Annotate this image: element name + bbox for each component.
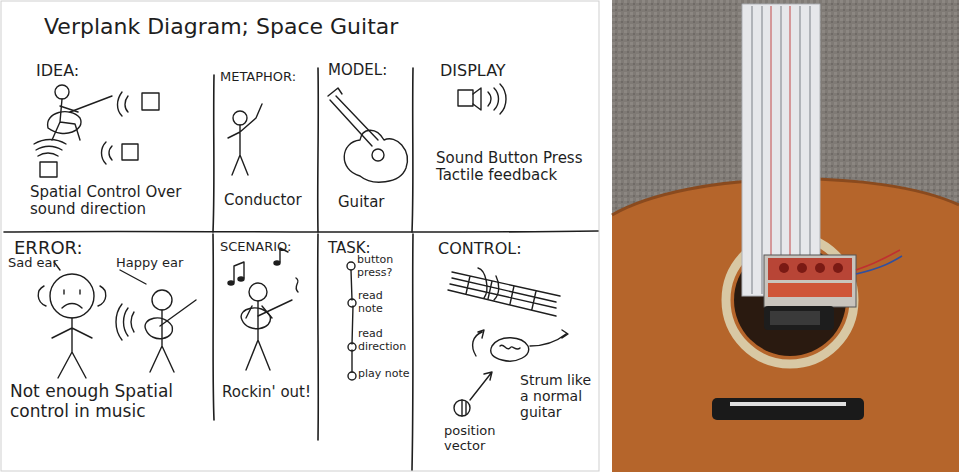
cell-text: play note	[358, 368, 412, 381]
cell-text: Sad ear	[8, 256, 68, 271]
verplank-cell: TASK:button press?read noteread directio…	[318, 232, 412, 472]
verplank-cell: METAPHOR: Conductor	[213, 55, 318, 232]
cell-text: Not enough Spatial control in music	[10, 382, 200, 421]
cell-text: button press?	[357, 254, 411, 279]
cell-heading: IDEA:	[36, 62, 156, 80]
verplank-cell: DISPLAY Sound Button Press Tactile feedba…	[412, 55, 600, 232]
cell-heading: SCENARIO:	[220, 240, 316, 255]
sketches	[34, 84, 568, 416]
guitar-photo	[612, 0, 959, 472]
cell-text: read note	[358, 290, 406, 315]
cell-heading: MODEL:	[328, 62, 410, 79]
cell-heading: CONTROL:	[438, 240, 558, 258]
cell-text: position vector	[444, 424, 514, 454]
cell-heading: DISPLAY	[440, 62, 560, 80]
cell-text: Strum like a normal guitar	[520, 372, 598, 420]
cell-text: Guitar	[338, 194, 408, 211]
cell-text: Spatial Control Over sound direction	[30, 184, 210, 219]
cell-text: Conductor	[224, 192, 316, 209]
verplank-cell: MODEL: Guitar	[318, 55, 412, 232]
cell-text: Happy ear	[116, 256, 206, 271]
cell-text: read direction	[358, 328, 412, 353]
diagram-title: Verplank Diagram; Space Guitar	[44, 14, 398, 39]
panel-border	[1, 1, 599, 471]
grid-lines	[4, 68, 598, 470]
cell-text: Sound Button Press Tactile feedback	[436, 150, 586, 185]
cell-text: Rockin' out!	[222, 384, 316, 401]
verplank-cell: ERROR:Sad earHappy earNot enough Spatial…	[0, 232, 213, 472]
cell-heading: METAPHOR:	[220, 70, 316, 85]
verplank-cell: IDEA: Spatial Control Over sound directio…	[0, 55, 213, 232]
verplank-cell: SCENARIO: Rockin' out!	[213, 232, 318, 472]
verplank-cell: CONTROL: Strum like a normal guitarpositi…	[412, 232, 600, 472]
